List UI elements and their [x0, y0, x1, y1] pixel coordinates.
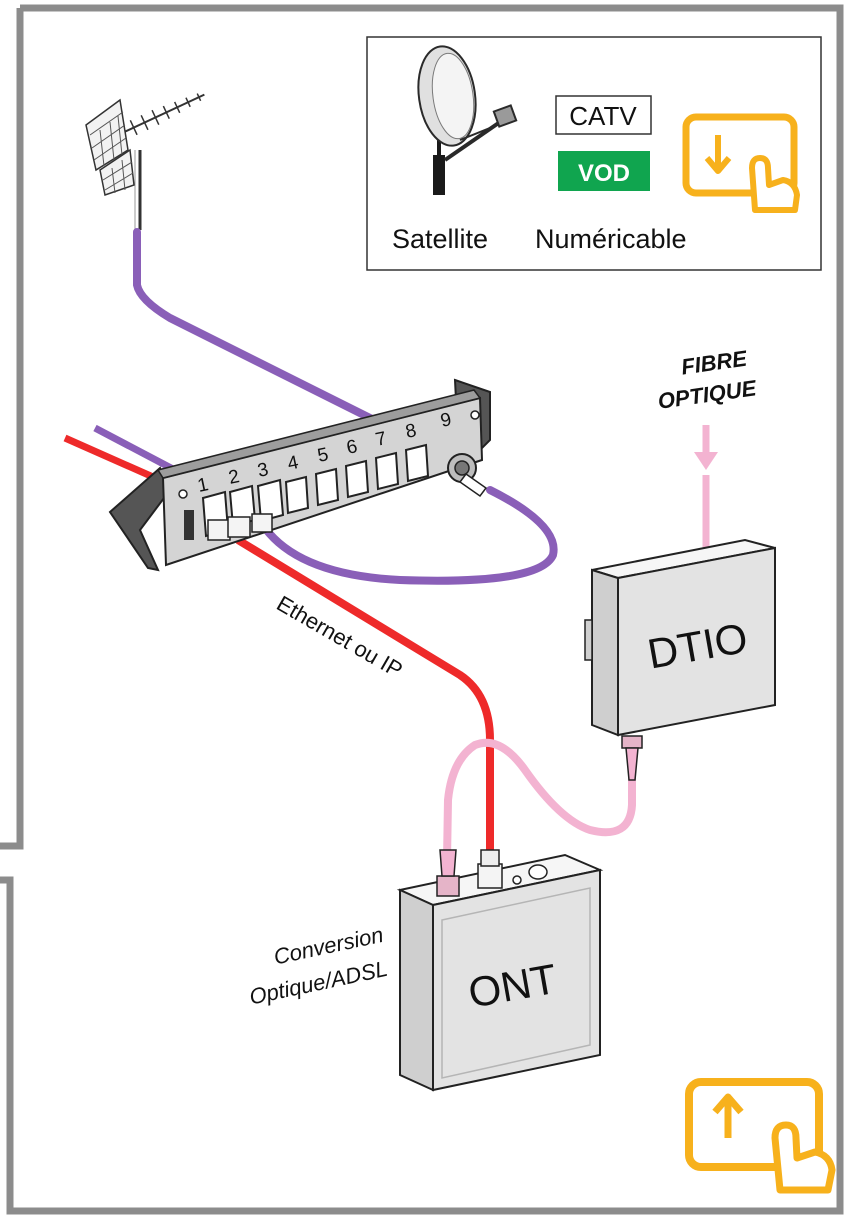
- satellite-label: Satellite: [392, 224, 488, 254]
- rj45-port-6[interactable]: [344, 459, 370, 499]
- port-number-5: 5: [316, 444, 331, 467]
- coax-cable-loop: [261, 486, 558, 585]
- rj45-port-1[interactable]: [201, 490, 231, 541]
- port-number-7: 7: [374, 428, 389, 451]
- vod-label: VOD: [578, 160, 630, 187]
- rj45-port-7[interactable]: [374, 451, 400, 491]
- f-connector-port-9[interactable]: [447, 453, 488, 498]
- rj45-port-2[interactable]: [227, 484, 257, 538]
- port-number-8: 8: [404, 420, 419, 443]
- rj45-port-4[interactable]: [284, 475, 310, 515]
- fibre-label-line1: FIBRE: [680, 345, 750, 379]
- rj45-port-3[interactable]: [251, 478, 285, 533]
- coax-cable-antenna: [133, 228, 394, 432]
- port-number-9: 9: [439, 409, 454, 432]
- satellite-dish-icon: [417, 45, 518, 195]
- conversion-label-line2: Optique/ADSL: [247, 956, 390, 1010]
- touch-scroll-down-icon[interactable]: [682, 113, 800, 213]
- fibre-arrow-icon: [694, 425, 718, 470]
- fibre-cable-ont: [443, 738, 636, 864]
- port-number-3: 3: [256, 459, 271, 482]
- ethernet-cable-ont: [235, 536, 494, 860]
- port-number-6: 6: [345, 436, 360, 459]
- port-number-2: 2: [227, 466, 242, 489]
- port-number-1: 1: [196, 474, 211, 497]
- tv-antenna-icon: [85, 93, 205, 230]
- rj45-port-8[interactable]: [404, 443, 430, 483]
- rj45-port-5[interactable]: [314, 467, 340, 507]
- catv-label: CATV: [569, 101, 637, 131]
- page-frame: [0, 4, 844, 1215]
- catv-badge: [555, 95, 652, 135]
- fibre-label-line2: OPTIQUE: [656, 375, 759, 414]
- touch-scroll-up-icon[interactable]: [685, 1078, 836, 1194]
- ont-box: ONT: [396, 849, 604, 1092]
- dtio-box: DTIO: [584, 538, 776, 781]
- patch-panel: 1 2 3 4 5 6 7 8 9: [108, 378, 491, 572]
- services-legend: Satellite CATV VOD Numéricable: [366, 36, 822, 271]
- port-number-4: 4: [286, 452, 301, 475]
- vod-badge: [558, 151, 650, 191]
- numericable-label: Numéricable: [535, 224, 687, 254]
